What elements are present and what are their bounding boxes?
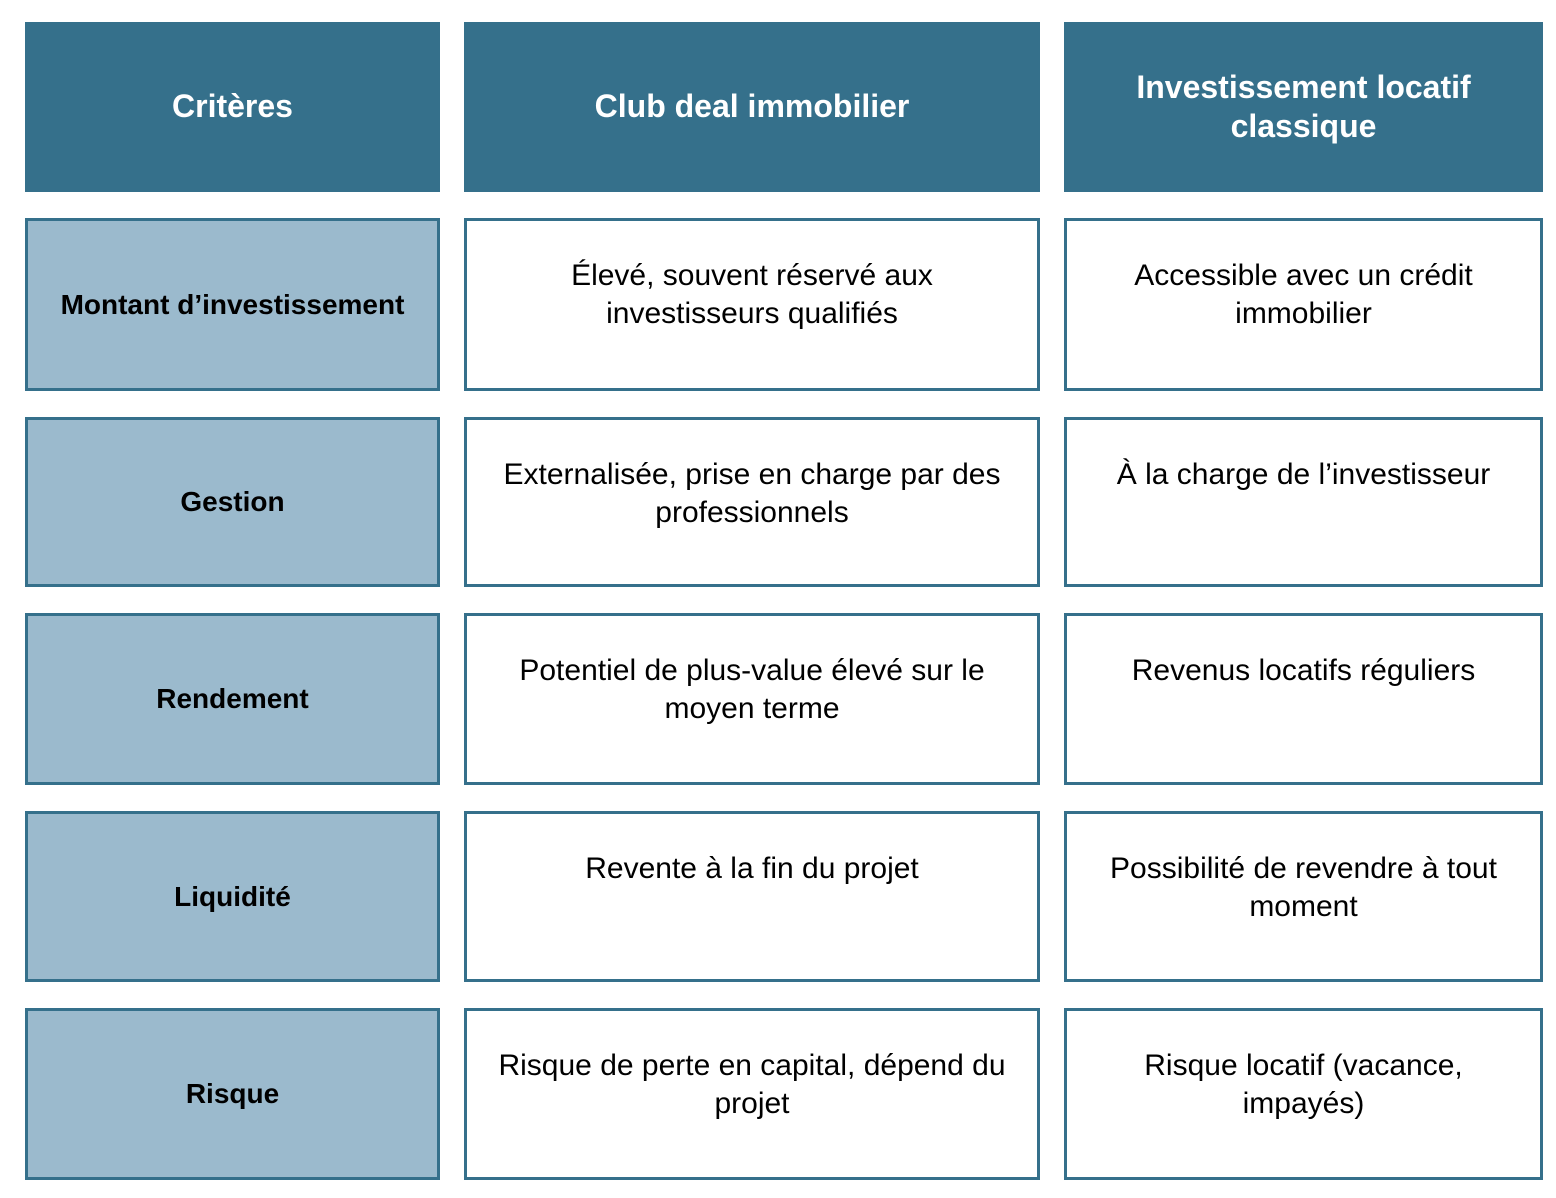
criterion-label: Montant d’investissement bbox=[60, 288, 405, 320]
table-header-criteres: Critères bbox=[25, 22, 440, 192]
table-row-criterion-liquidite: Liquidité bbox=[25, 811, 440, 982]
comparison-table: Critères Club deal immobilier Investisse… bbox=[25, 22, 1543, 1180]
table-cell-club-deal-liquidite: Revente à la fin du projet bbox=[464, 811, 1040, 982]
criterion-label: Rendement bbox=[156, 683, 309, 715]
table-cell-locatif-gestion: À la charge de l’investisseur bbox=[1064, 417, 1543, 587]
cell-value: Risque de perte en capital, dépend du pr… bbox=[498, 1049, 1006, 1121]
table-header-investissement-locatif: Investissement locatif classique bbox=[1064, 22, 1543, 192]
table-cell-club-deal-gestion: Externalisée, prise en charge par des pr… bbox=[464, 417, 1040, 587]
header-label: Critères bbox=[172, 88, 293, 125]
criterion-label: Liquidité bbox=[174, 880, 291, 912]
cell-value: Accessible avec un crédit immobilier bbox=[1134, 259, 1473, 331]
cell-value: Externalisée, prise en charge par des pr… bbox=[503, 458, 1001, 530]
cell-value: Revente à la fin du projet bbox=[585, 852, 919, 885]
cell-value: Revenus locatifs réguliers bbox=[1131, 654, 1476, 687]
criterion-label: Risque bbox=[185, 1078, 280, 1110]
table-row-criterion-rendement: Rendement bbox=[25, 613, 440, 785]
cell-value: Élevé, souvent réservé aux investisseurs… bbox=[571, 259, 933, 331]
table-header-club-deal: Club deal immobilier bbox=[464, 22, 1040, 192]
table-cell-locatif-montant: Accessible avec un crédit immobilier bbox=[1064, 218, 1543, 391]
table-cell-locatif-rendement: Revenus locatifs réguliers bbox=[1064, 613, 1543, 785]
header-label: Investissement locatif classique bbox=[1136, 68, 1471, 144]
table-cell-club-deal-risque: Risque de perte en capital, dépend du pr… bbox=[464, 1008, 1040, 1180]
table-cell-locatif-liquidite: Possibilité de revendre à tout moment bbox=[1064, 811, 1543, 982]
cell-value: Possibilité de revendre à tout moment bbox=[1110, 852, 1497, 924]
table-cell-club-deal-rendement: Potentiel de plus-value élevé sur le moy… bbox=[464, 613, 1040, 785]
table-cell-club-deal-montant: Élevé, souvent réservé aux investisseurs… bbox=[464, 218, 1040, 391]
table-row-criterion-gestion: Gestion bbox=[25, 417, 440, 587]
table-row-criterion-montant: Montant d’investissement bbox=[25, 218, 440, 391]
table-cell-locatif-risque: Risque locatif (vacance, impayés) bbox=[1064, 1008, 1543, 1180]
criterion-label: Gestion bbox=[180, 486, 285, 518]
header-label: Club deal immobilier bbox=[594, 88, 910, 125]
cell-value: Potentiel de plus-value élevé sur le moy… bbox=[519, 654, 985, 726]
cell-value: À la charge de l’investisseur bbox=[1116, 458, 1491, 491]
table-row-criterion-risque: Risque bbox=[25, 1008, 440, 1180]
cell-value: Risque locatif (vacance, impayés) bbox=[1144, 1049, 1463, 1121]
